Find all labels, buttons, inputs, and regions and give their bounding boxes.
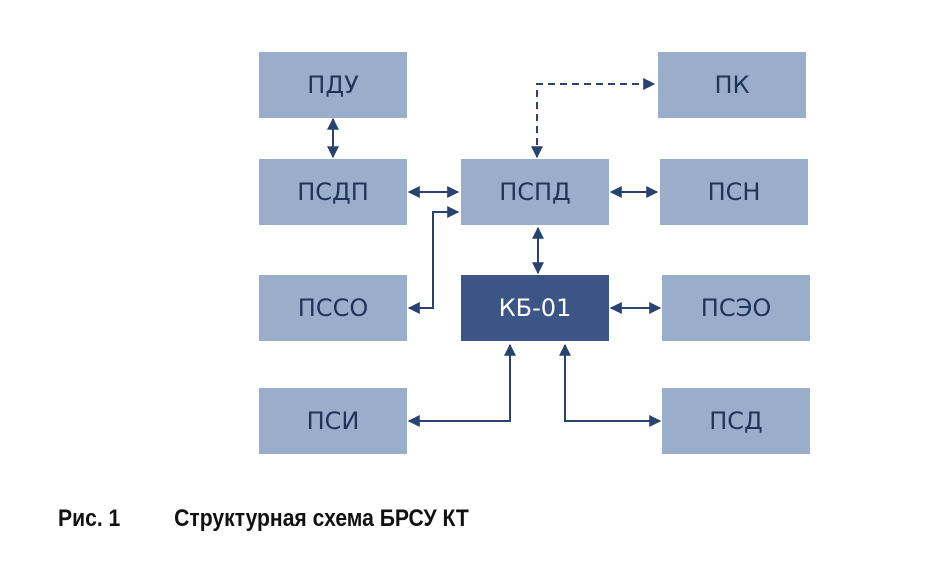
figure-caption: Рис. 1 Структурная схема БРСУ КТ xyxy=(58,505,469,533)
node-kb01: КБ-01 xyxy=(461,275,609,341)
node-pseo: ПСЭО xyxy=(662,275,810,341)
node-psso: ПССО xyxy=(259,275,407,341)
caption-title: Структурная схема БРСУ КТ xyxy=(174,505,469,532)
caption-number: Рис. 1 xyxy=(58,505,121,532)
arrow-psso-pspd xyxy=(407,206,460,314)
node-psd: ПСД xyxy=(662,388,810,454)
node-pk: ПК xyxy=(658,52,806,118)
node-psi: ПСИ xyxy=(259,388,407,454)
arrow-pspd-pk-dashed xyxy=(531,78,656,159)
node-pspd: ПСПД xyxy=(461,159,609,225)
arrow-psi-kb01 xyxy=(407,343,516,427)
arrow-kb01-psd xyxy=(559,343,662,427)
node-pdu: ПДУ xyxy=(259,52,407,118)
node-psdp: ПСДП xyxy=(259,159,407,225)
node-psn: ПСН xyxy=(660,159,808,225)
